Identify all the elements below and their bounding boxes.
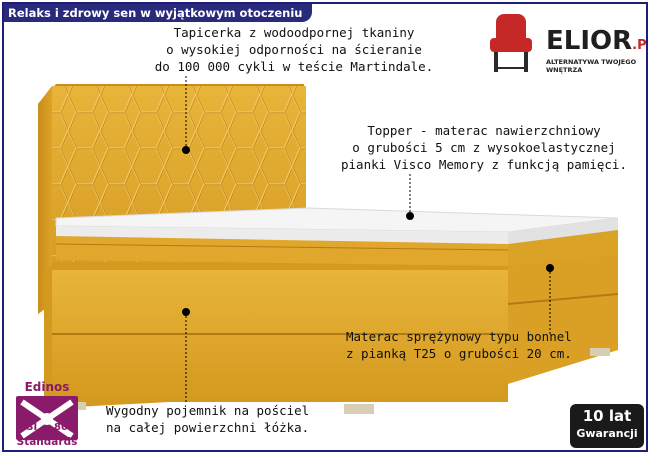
annotation-pointers xyxy=(185,76,551,404)
armchair-icon xyxy=(490,14,532,72)
brand-logo: ELIOR.PL ALTERNATYWA TWOJEGO WNĘTRZA xyxy=(482,8,647,78)
annotation-topper: Topper - materac nawierzchniowy o gruboś… xyxy=(341,123,627,172)
mattress-dot xyxy=(546,264,554,272)
brand-tagline: ALTERNATYWA TWOJEGO WNĘTRZA xyxy=(546,58,637,74)
storage-dot xyxy=(182,308,190,316)
certificate-name: Edinos xyxy=(24,380,70,394)
warranty-label: Gwarancji xyxy=(576,427,638,440)
annotation-storage: Wygodny pojemnik na pościel na całej pow… xyxy=(106,403,310,435)
warranty-badge: 10 lat Gwarancji xyxy=(570,404,644,448)
brand-name: ELIOR.PL xyxy=(546,26,647,56)
bed-illustration xyxy=(16,14,619,440)
bed-base xyxy=(44,244,619,414)
certificate-label: Standards xyxy=(16,436,78,448)
headboard-dot xyxy=(182,146,190,154)
certificate-badge: Edinos DSI 804 Standards xyxy=(12,380,82,450)
topper xyxy=(55,207,619,244)
certificate-code-right: 804 xyxy=(54,422,75,433)
topper-dot xyxy=(406,212,414,220)
annotation-mattress: Materac sprężynowy typu bonnel z pianką … xyxy=(346,329,572,361)
annotation-headboard: Tapicerka z wodoodpornej tkaniny o wysok… xyxy=(154,25,434,74)
certificate-emblem xyxy=(16,396,78,440)
warranty-years: 10 lat xyxy=(582,407,632,425)
certificate-code-left: DSI xyxy=(18,422,38,433)
banner-title: Relaks i zdrowy sen w wyjątkowym otoczen… xyxy=(4,4,313,22)
